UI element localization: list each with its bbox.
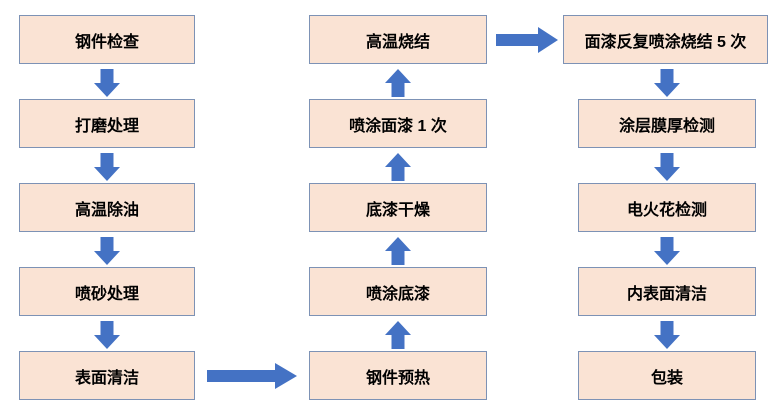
step-inner-surface-cleaning: 内表面清洁 xyxy=(578,267,756,316)
arrow-down-icon xyxy=(654,153,680,181)
step-steel-part-preheating: 钢件预热 xyxy=(309,351,487,400)
step-high-temp-degreasing: 高温除油 xyxy=(19,183,195,232)
arrow-right-icon xyxy=(496,27,558,53)
step-coating-thickness-inspection: 涂层膜厚检测 xyxy=(578,99,756,148)
arrow-up-icon xyxy=(385,237,411,265)
step-packaging: 包装 xyxy=(578,351,756,400)
arrow-down-icon xyxy=(94,69,120,97)
step-high-temp-sintering: 高温烧结 xyxy=(309,15,487,64)
step-surface-cleaning: 表面清洁 xyxy=(19,351,195,400)
arrow-up-icon xyxy=(385,321,411,349)
step-topcoat-repeat-spray-sinter-5x: 面漆反复喷涂烧结 5 次 xyxy=(563,15,768,64)
arrow-up-icon xyxy=(385,69,411,97)
arrow-down-icon xyxy=(654,321,680,349)
arrow-right-icon xyxy=(207,363,297,389)
arrow-down-icon xyxy=(654,237,680,265)
step-primer-drying: 底漆干燥 xyxy=(309,183,487,232)
step-electric-spark-test: 电火花检测 xyxy=(578,183,756,232)
step-steel-part-inspection: 钢件检查 xyxy=(19,15,195,64)
arrow-down-icon xyxy=(94,153,120,181)
step-sandblasting-treatment: 喷砂处理 xyxy=(19,267,195,316)
step-primer-spraying: 喷涂底漆 xyxy=(309,267,487,316)
step-topcoat-spray-once: 喷涂面漆 1 次 xyxy=(309,99,487,148)
arrow-down-icon xyxy=(94,237,120,265)
arrow-up-icon xyxy=(385,153,411,181)
step-grinding-treatment: 打磨处理 xyxy=(19,99,195,148)
arrow-down-icon xyxy=(654,69,680,97)
arrow-down-icon xyxy=(94,321,120,349)
